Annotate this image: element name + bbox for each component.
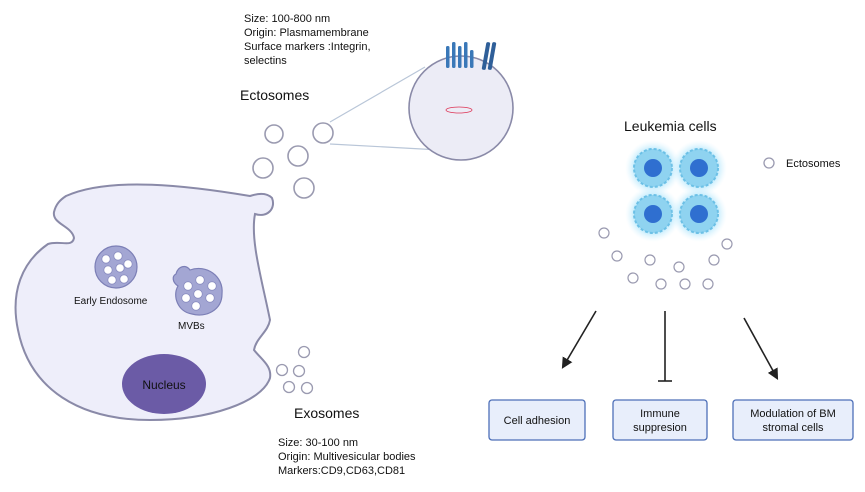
legend-ectosome-icon [763,157,775,169]
mvb [172,265,223,316]
exosome-vesicles [275,345,314,395]
effect-box-modulation: Modulation of BM stromal cells [732,399,854,441]
leukemia-cell [625,186,681,242]
legend-ectosomes-label: Ectosomes [786,158,841,170]
integrin-receptor-icon [446,42,474,68]
immune-label: Immune [640,408,680,420]
mvbs-label: MVBs [178,321,205,332]
legend: Ectosomes [763,157,841,170]
arrow-cell-adhesion [561,310,597,369]
ectosome-info: Size: 100-800 nm Origin: Plasmamembrane … [244,13,371,67]
ectosome-vesicles [252,122,334,199]
cargo-rna-icon [445,106,473,114]
cell-adhesion-label: Cell adhesion [504,415,571,427]
ectosome-markers: Surface markers :Integrin, [244,41,371,53]
nucleus [122,354,206,414]
exosome-info: Size: 30-100 nm Origin: Multivesicular b… [278,437,416,477]
selectin-receptor-icon [481,42,497,70]
leukemia-cell [671,140,727,196]
ectosome-origin: Origin: Plasmamembrane [244,27,369,39]
ectosome-zoom [329,42,514,161]
effect-arrows [561,310,779,382]
modulation-label: Modulation of BM [750,408,836,420]
exosome-origin: Origin: Multivesicular bodies [278,451,416,463]
early-endosome [94,245,138,289]
ectosomes-label: Ectosomes [240,87,309,103]
exosome-size: Size: 30-100 nm [278,437,358,449]
released-ectosomes [598,227,733,290]
leukemia-cell-cluster [625,140,727,242]
ectosome-magnified [408,55,514,161]
leukemia-cell [625,140,681,196]
exosome-markers: Markers:CD9,CD63,CD81 [278,465,405,477]
effect-box-immune-suppression: Immune suppresion [612,399,708,441]
stromal-cells-label: stromal cells [762,422,824,434]
exosomes-label: Exosomes [294,405,359,421]
ectosome-size: Size: 100-800 nm [244,13,330,25]
leukemia-cell [671,186,727,242]
leukemia-cells-label: Leukemia cells [624,118,717,134]
suppresion-label: suppresion [633,422,687,434]
nucleus-label: Nucleus [142,378,185,392]
early-endosome-label: Early Endosome [74,296,148,307]
arrow-modulation [743,317,779,380]
parent-cell [14,183,274,422]
ectosome-markers-cont: selectins [244,55,287,67]
effect-box-cell-adhesion: Cell adhesion [488,399,586,441]
